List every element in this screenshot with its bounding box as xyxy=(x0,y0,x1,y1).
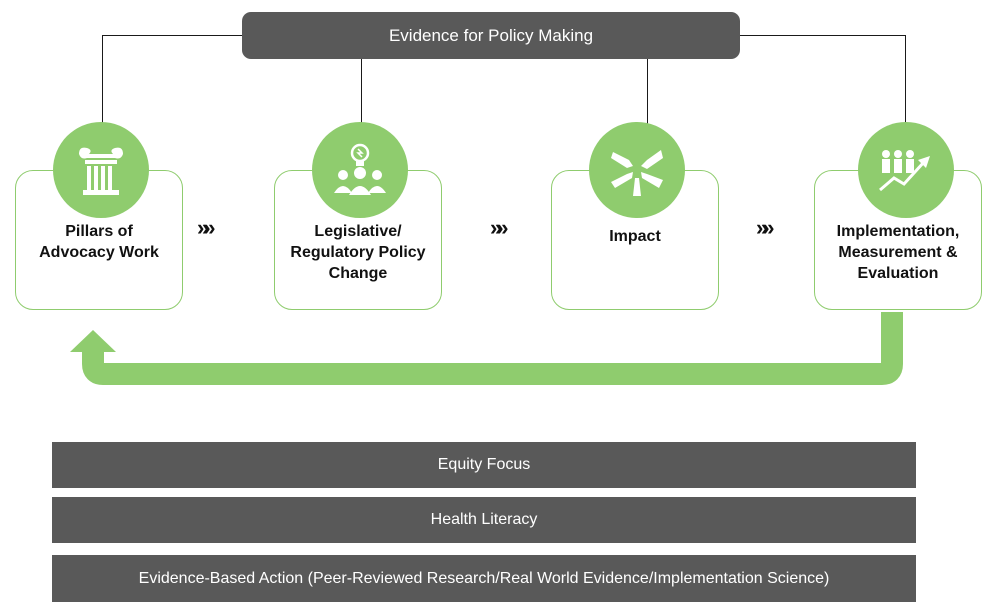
chevron-arrow-1: »» xyxy=(197,215,216,240)
band-label-evidence-based-action: Evidence-Based Action (Peer-Reviewed Res… xyxy=(138,569,830,587)
chevron-arrow-2: »» xyxy=(490,215,509,240)
connector-center-right xyxy=(647,59,648,127)
step-label-legislative: Legislative/ Regulatory Policy Change xyxy=(290,223,426,282)
connector-center-left xyxy=(361,59,362,127)
connector-right-vertical xyxy=(905,35,906,130)
evidence-header-label: Evidence for Policy Making xyxy=(388,25,594,45)
joined-hands-icon xyxy=(589,122,685,218)
step-label-impact: Impact xyxy=(609,228,661,245)
connector-right-horizontal xyxy=(740,35,906,36)
connector-left-horizontal xyxy=(102,35,242,36)
band-health-literacy: Health Literacy xyxy=(52,497,916,543)
band-evidence-based-action: Evidence-Based Action (Peer-Reviewed Res… xyxy=(52,555,916,602)
pillar-icon xyxy=(53,122,149,218)
people-growth-chart-icon xyxy=(858,122,954,218)
connector-left-vertical xyxy=(102,35,103,125)
evidence-header-bar: Evidence for Policy Making xyxy=(242,12,740,59)
band-label-equity: Equity Focus xyxy=(437,456,531,473)
step-label-implementation: Implementation, Measurement & Evaluation xyxy=(836,223,960,282)
lightbulb-group-icon xyxy=(312,122,408,218)
chevron-arrow-3: »» xyxy=(756,215,775,240)
band-equity-focus: Equity Focus xyxy=(52,442,916,488)
step-label-pillars: Pillars of Advocacy Work xyxy=(39,223,159,261)
band-label-health-literacy: Health Literacy xyxy=(430,511,538,528)
